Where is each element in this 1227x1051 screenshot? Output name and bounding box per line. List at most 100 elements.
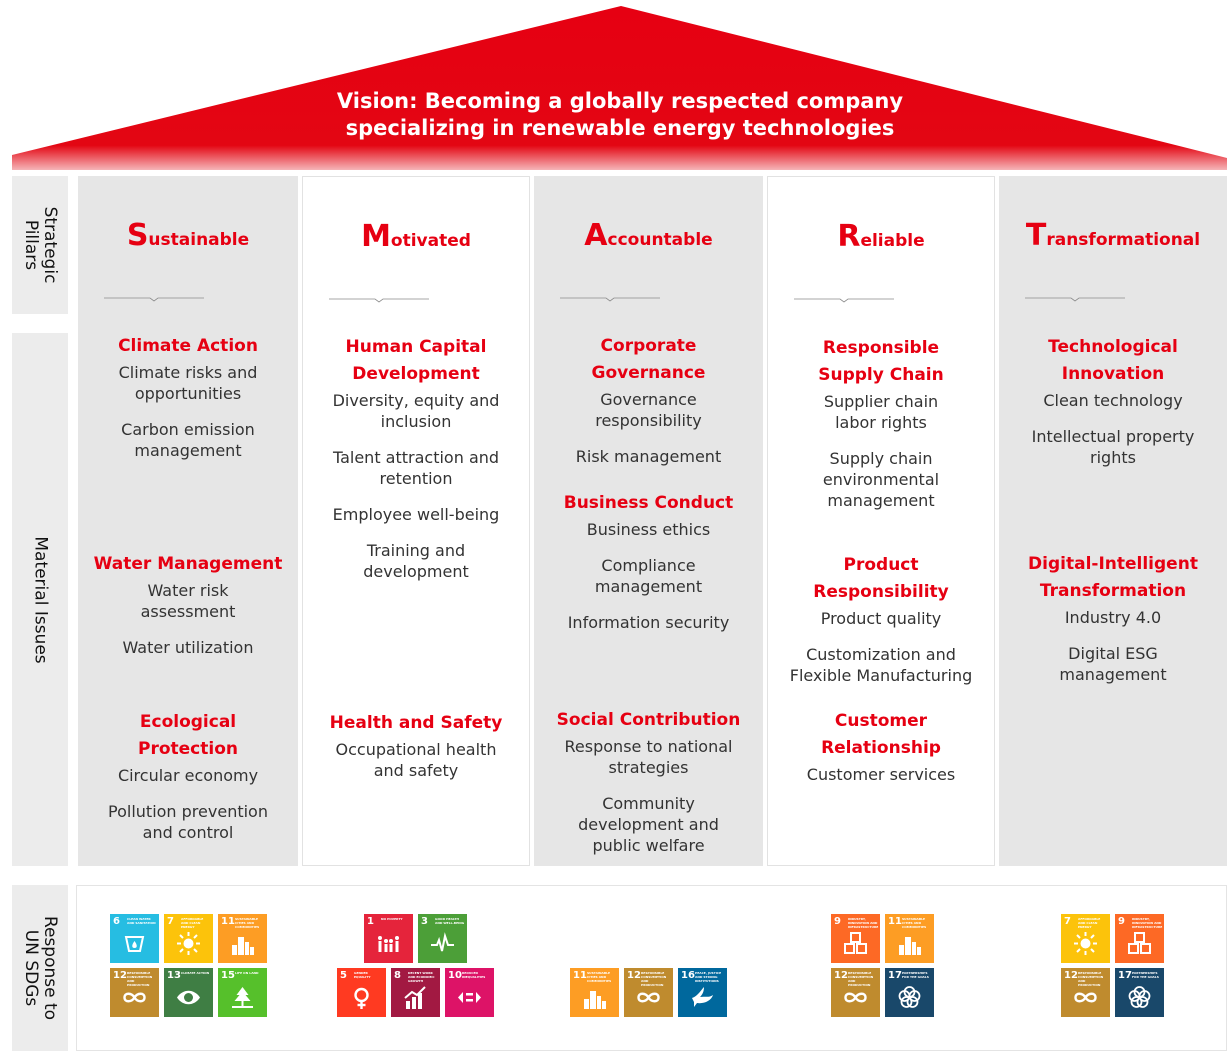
material-issues-label: Material Issues <box>12 333 68 866</box>
flower-icon <box>1128 986 1151 1008</box>
strategic-pillars-label: Strategic Pillars <box>12 176 68 314</box>
issue-item: Water utilization <box>122 638 254 657</box>
sdg-title: Climate action <box>181 971 210 975</box>
sdg-number: 3 <box>421 916 428 927</box>
sdg-tile: 9Industry, innovation and infrastructure <box>831 914 880 963</box>
infinity-icon <box>637 992 660 1003</box>
heartbeat-icon <box>431 932 454 952</box>
sdg-number: 10 <box>448 970 462 981</box>
sdg-number: 11 <box>573 970 587 981</box>
sdg-number: 7 <box>1064 916 1071 927</box>
sdg-number: 15 <box>221 970 235 981</box>
pillar-title: Sustainable <box>78 218 298 253</box>
pillar-rest: ransformational <box>1046 230 1201 250</box>
issue-heading: Business Conduct <box>563 493 734 513</box>
sdg-tile: 6 Clean water and sanitation <box>110 914 159 963</box>
sdg-number: 12 <box>1064 970 1078 981</box>
sdg-tile: 16Peace, justice and strong institutions <box>678 968 727 1017</box>
issue-item: Industry 4.0 <box>1064 608 1162 627</box>
sdg-tile: 3Good health and well-being <box>418 914 467 963</box>
issue-heading: Water Management <box>93 554 283 574</box>
sdg-title: Partnerships for the goals <box>902 971 929 979</box>
sdg-panel: 6Clean water and sanitation7Affordable a… <box>76 885 1227 1051</box>
pillar-rest: ccountable <box>607 230 713 250</box>
sdg-number: 17 <box>1118 970 1132 981</box>
sun-icon <box>177 932 200 955</box>
sdg-tile: 13Climate action <box>164 968 213 1017</box>
pillar-rest: otivated <box>390 231 471 251</box>
sdg-title: Partnerships for the goals <box>1132 971 1159 979</box>
sdg-number: 12 <box>113 970 127 981</box>
sdg-number: 9 <box>834 916 841 927</box>
sdg-tile: 17Partnerships for the goals <box>1115 968 1164 1017</box>
sdg-number: 8 <box>394 970 401 981</box>
sdg-number: 13 <box>167 970 181 981</box>
sdg-number: 12 <box>627 970 641 981</box>
sdg-tile: 1No poverty <box>364 914 413 963</box>
pillar-initial: M <box>361 219 391 254</box>
infinity-icon <box>844 992 867 1003</box>
pillar-initial: T <box>1025 218 1047 253</box>
pillar-rest: ustainable <box>148 230 250 250</box>
sdg-tile: 9Industry, innovation and infrastructure <box>1115 914 1164 963</box>
sdg-title: Sustainable cities and communities <box>902 917 927 929</box>
sdg-tile: 12Responsible consumption and production <box>1061 968 1110 1017</box>
city-icon <box>899 937 921 955</box>
eye-icon <box>177 990 200 1005</box>
city-icon <box>232 937 254 955</box>
pillar-initial: A <box>584 218 608 253</box>
sun-icon <box>1074 932 1097 955</box>
sdg-title: Responsible consumption and production <box>848 971 874 987</box>
roof-shape <box>12 6 1227 170</box>
sdg-tile: 5Gender equality <box>337 968 386 1017</box>
sdg-number: 17 <box>888 970 902 981</box>
sdg-tile: 7Affordable and clean energy <box>164 914 213 963</box>
issue-item: Customer services <box>806 765 956 784</box>
pillar-divider <box>560 294 660 302</box>
sdg-number: 12 <box>834 970 848 981</box>
pillar-divider <box>329 295 429 303</box>
infinity-icon <box>1074 992 1097 1003</box>
sdg-title: Affordable and clean energy <box>1078 917 1101 929</box>
flower-icon <box>898 986 921 1008</box>
sdg-title: Affordable and clean energy <box>181 917 204 929</box>
infinity-icon <box>123 992 146 1003</box>
sdg-tile: 11Sustainable cities and communities <box>218 914 267 963</box>
issue-item: Information security <box>567 613 730 632</box>
pillar-initial: S <box>126 218 149 253</box>
pillar-initial: R <box>837 219 861 254</box>
issue-item: Risk management <box>575 447 722 466</box>
sdg-number: 11 <box>888 916 902 927</box>
sdg-title: Clean water and sanitation <box>127 917 156 925</box>
sdg-number: 6 <box>113 916 120 927</box>
sdg-tile: 12Responsible consumption and production <box>624 968 673 1017</box>
pillar-divider <box>794 295 894 303</box>
